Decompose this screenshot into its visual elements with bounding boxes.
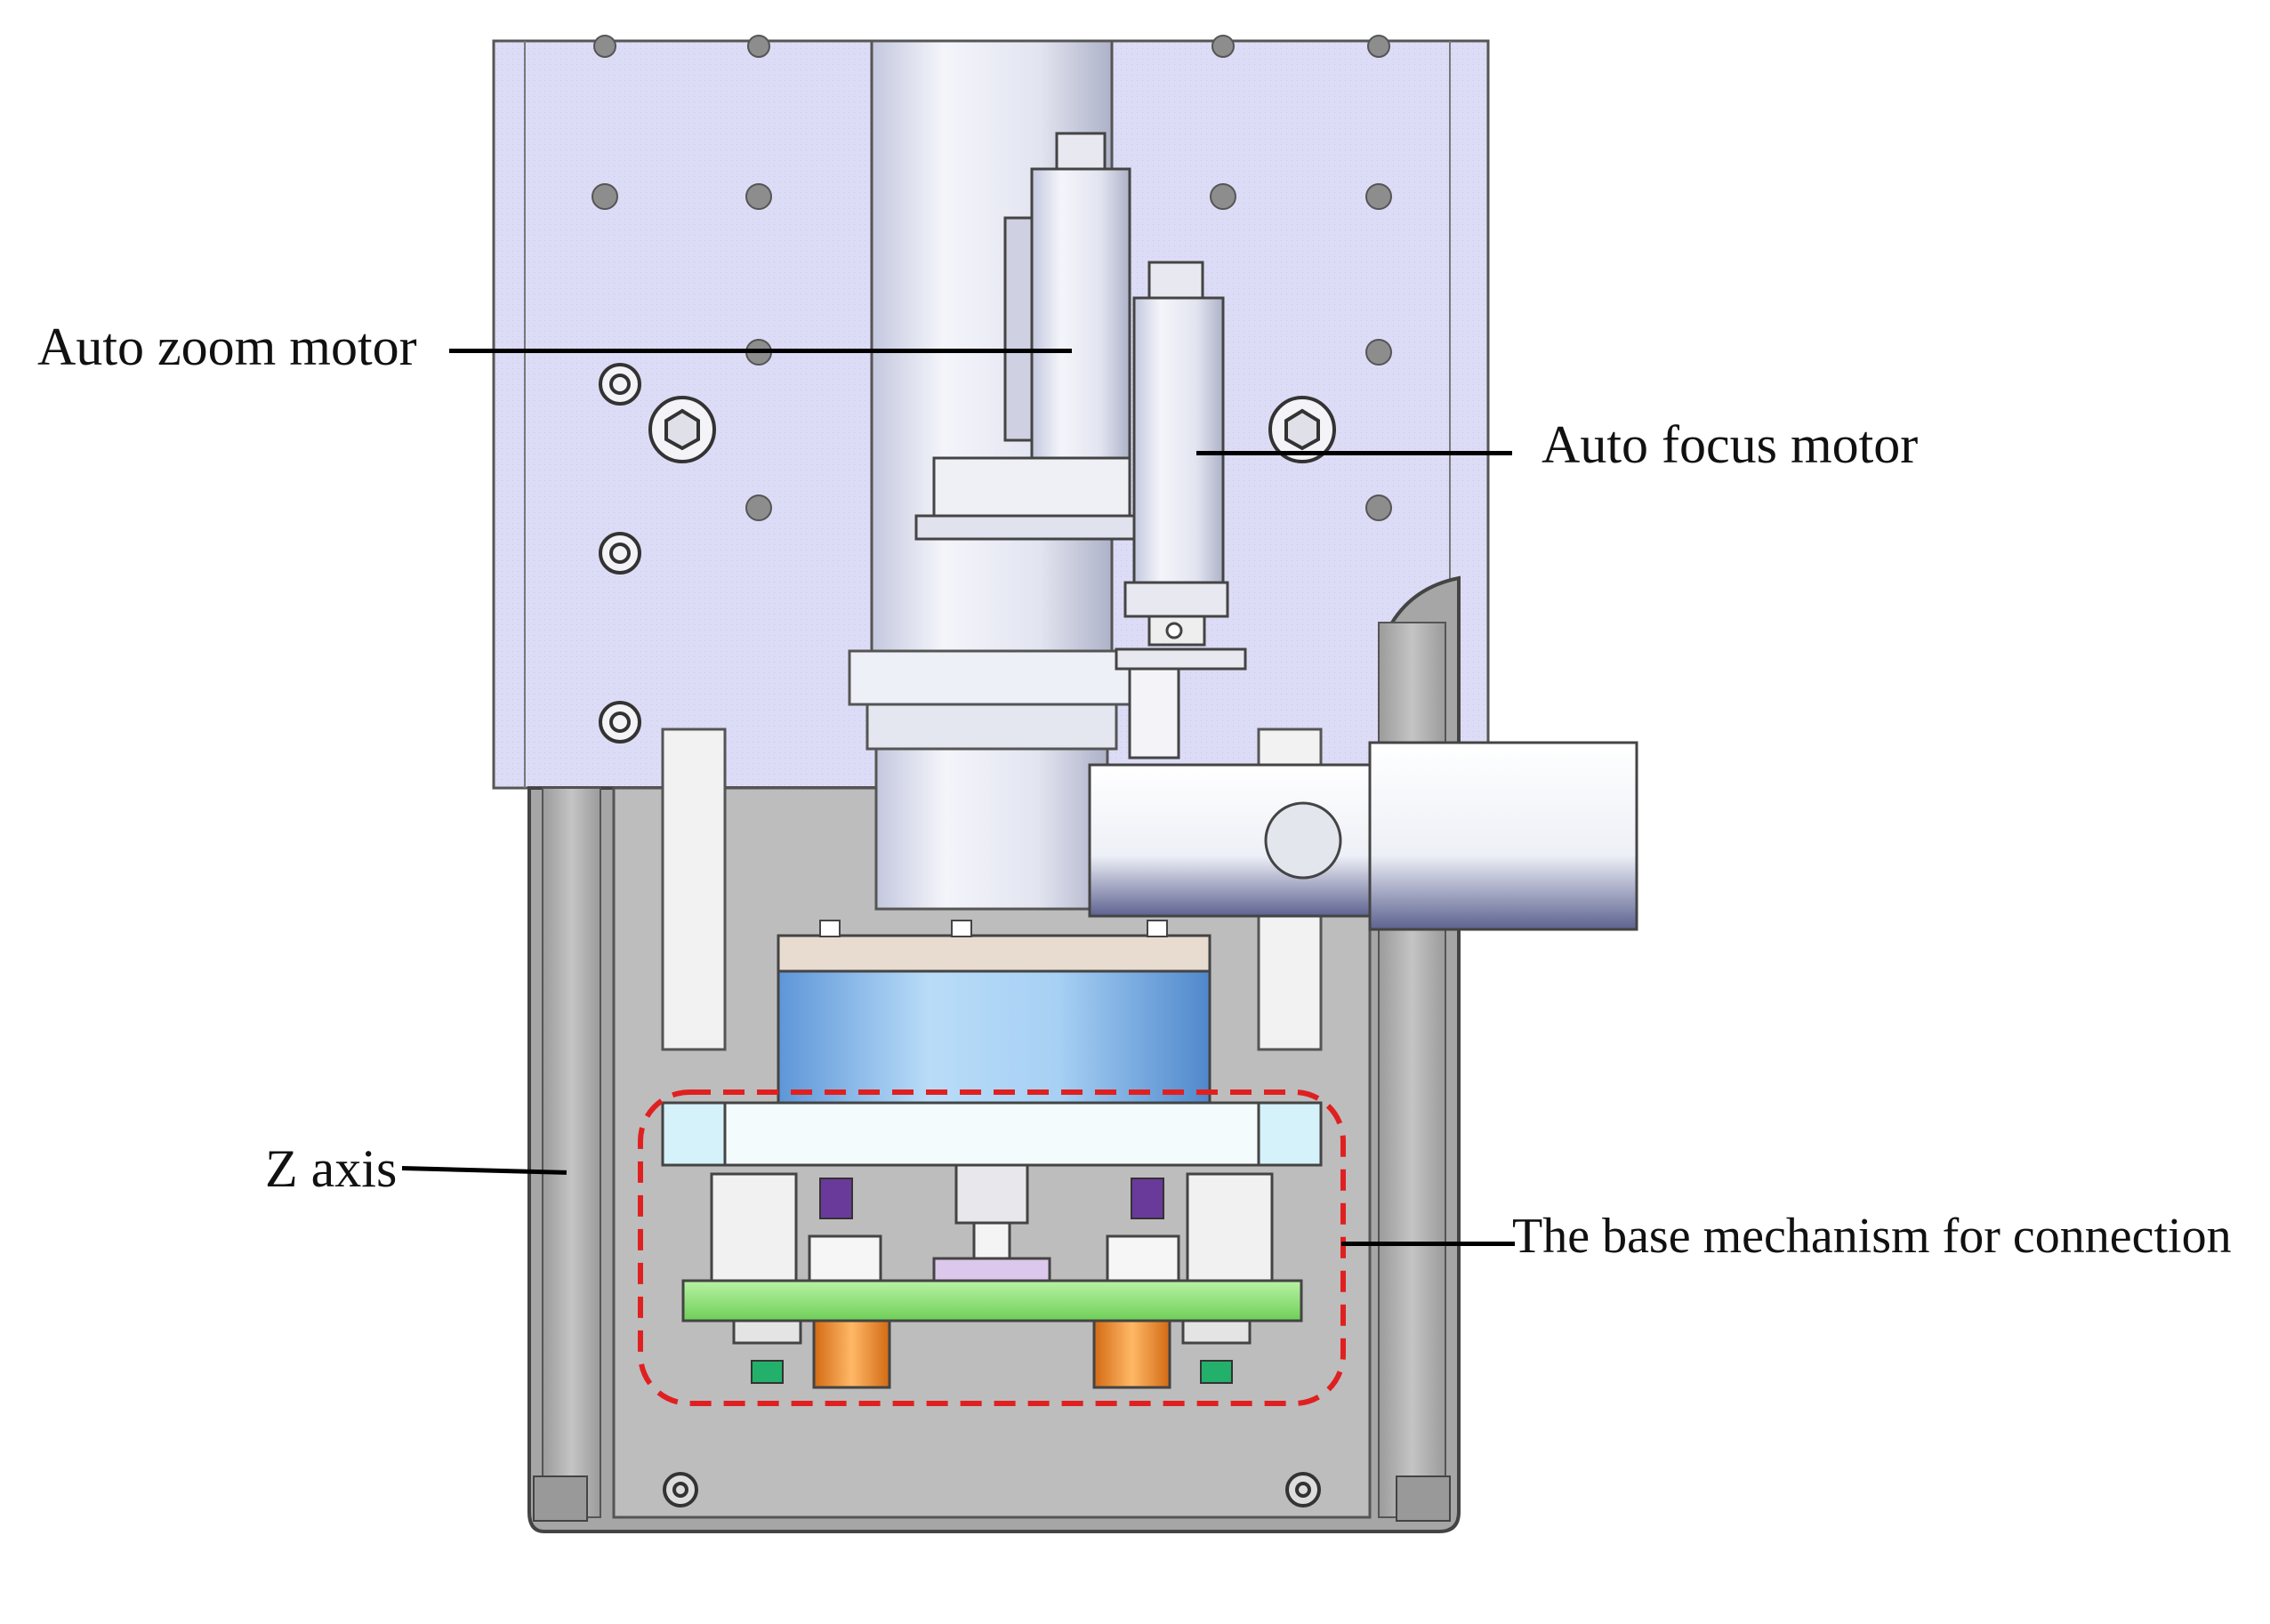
plate-holes [592,35,1392,521]
auto-zoom-motor [1030,167,1131,464]
green-plate [681,1279,1303,1323]
z-axis-label: Z axis [265,1139,398,1198]
auto-focus-motor-label: Auto focus motor [1542,415,1919,474]
auto-zoom-motor-label: Auto zoom motor [37,318,417,376]
blue-cylinder [777,969,1211,1106]
auto-zoom-motor-leader [449,349,1072,353]
base-mechanism-label: The base mechanism for connection [1512,1209,2232,1264]
base-mechanism-parts [681,1163,1303,1389]
plate-screws [599,363,1336,744]
auto-focus-motor-leader [1196,451,1512,455]
base-mechanism-leader [1341,1242,1515,1246]
side-tube [1088,763,1398,918]
auto-focus-motor [1132,296,1225,584]
base-mechanism-highlight [638,1089,1346,1406]
